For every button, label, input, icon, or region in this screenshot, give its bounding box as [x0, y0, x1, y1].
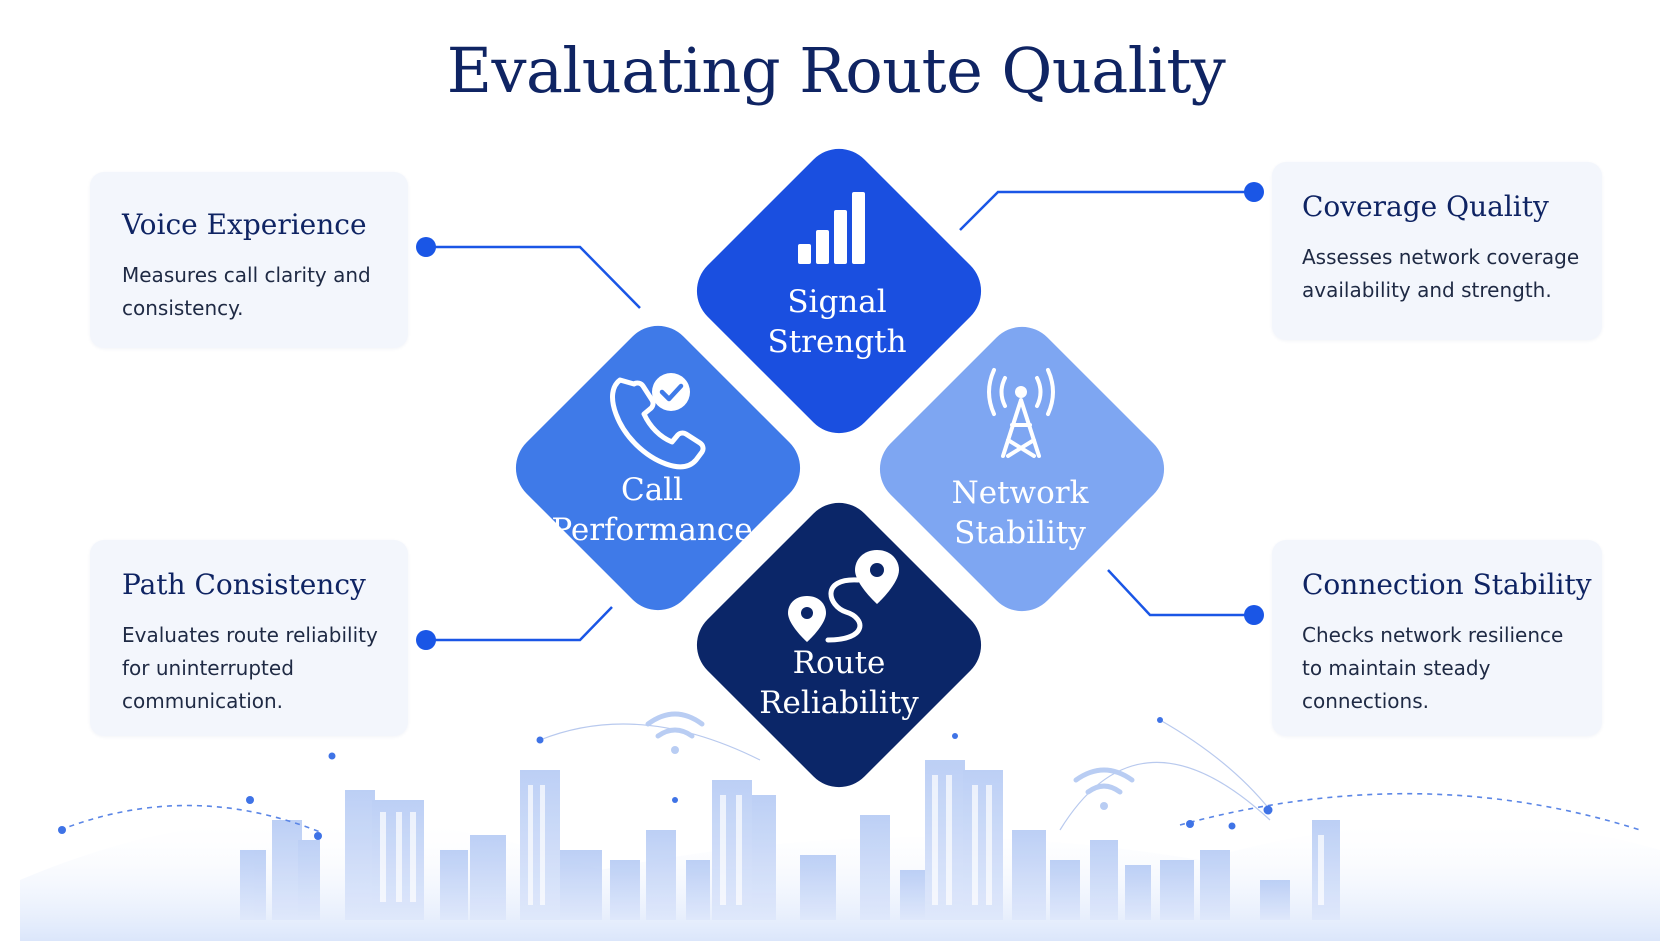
card-description: Evaluates route reliability for uninterr… — [122, 619, 408, 718]
route-pin-icon — [788, 550, 899, 643]
card-desc-line: Assesses network coverage — [1302, 245, 1580, 269]
page-title: Evaluating Route Quality — [446, 34, 1226, 107]
call-label-line1: Call — [621, 472, 683, 508]
card-desc-line: Measures call clarity and — [122, 263, 371, 287]
card-desc-line: availability and strength. — [1302, 278, 1552, 302]
card-title: Path Consistency — [122, 568, 366, 601]
cell-tower-icon — [987, 368, 1055, 458]
diamond-signal-strength: Signal Strength — [696, 148, 982, 434]
card-desc-line: for uninterrupted — [122, 656, 294, 680]
route-label-line1: Route — [793, 645, 886, 681]
card-path-consistency: Path Consistency Evaluates route reliabi… — [90, 540, 408, 736]
card-desc-line: communication. — [122, 689, 284, 713]
card-desc-line: Evaluates route reliability — [122, 623, 378, 647]
diamond-route-reliability: Route Reliability — [696, 502, 982, 788]
connector-coverage — [959, 182, 1264, 231]
card-desc-line: consistency. — [122, 296, 244, 320]
network-label-line1: Network — [952, 475, 1089, 511]
card-voice-experience: Voice Experience Measures call clarity a… — [90, 172, 408, 348]
connector-connection — [1107, 569, 1264, 625]
card-description: Assesses network coverage availability a… — [1302, 241, 1602, 307]
connector-voice — [416, 237, 641, 309]
card-desc-line: connections. — [1302, 689, 1429, 713]
wifi-icon-2 — [1073, 767, 1135, 810]
card-coverage-quality: Coverage Quality Assesses network covera… — [1272, 162, 1602, 340]
card-connection-stability: Connection Stability Checks network resi… — [1272, 540, 1602, 736]
card-title: Connection Stability — [1302, 568, 1592, 601]
diamond-network-stability: Network Stability — [879, 326, 1165, 612]
signal-bars-icon — [798, 192, 865, 264]
connector-path — [416, 606, 613, 650]
diamond-call-performance: Call Performance — [515, 325, 801, 611]
signal-label-line1: Signal — [787, 284, 886, 320]
card-desc-line: Checks network resilience — [1302, 623, 1564, 647]
card-title: Voice Experience — [122, 208, 367, 241]
card-description: Measures call clarity and consistency. — [122, 259, 408, 325]
card-title: Coverage Quality — [1302, 190, 1549, 223]
signal-label-line2: Strength — [767, 324, 906, 360]
call-label-line2: Performance — [551, 512, 752, 548]
city-skyline-illustration — [20, 717, 1660, 941]
wifi-icon — [645, 711, 705, 754]
card-desc-line: to maintain steady — [1302, 656, 1491, 680]
phone-check-icon — [610, 373, 706, 470]
card-description: Checks network resilience to maintain st… — [1302, 619, 1602, 718]
network-label-line2: Stability — [954, 515, 1086, 551]
route-label-line2: Reliability — [759, 685, 919, 721]
